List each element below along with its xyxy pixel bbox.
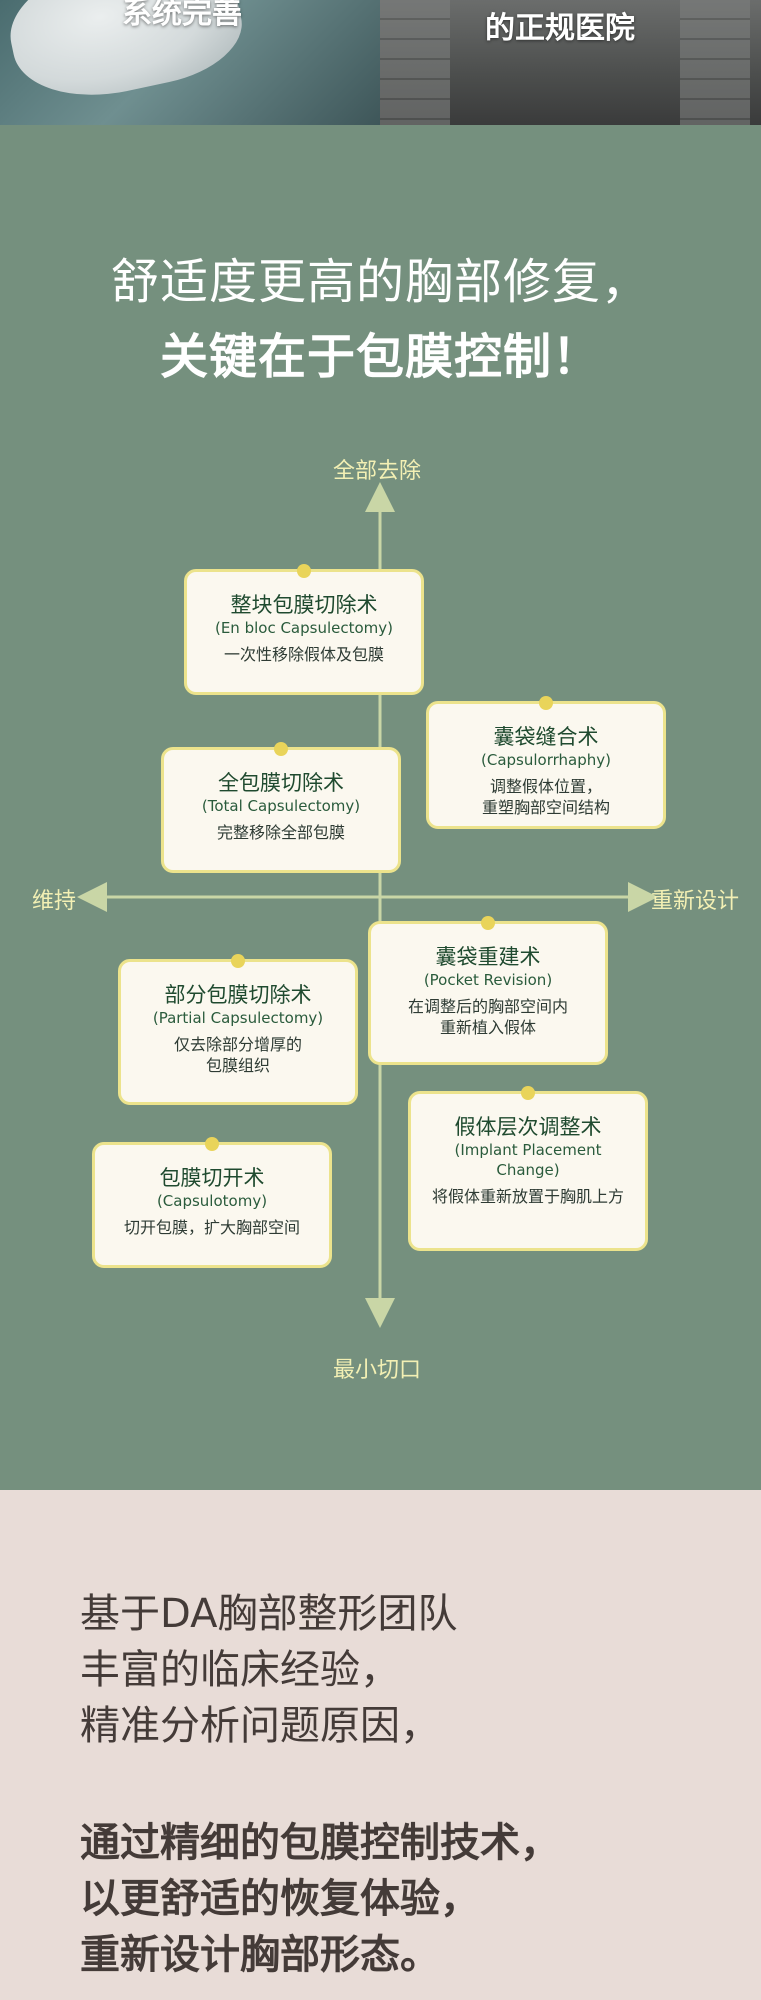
card-total-capsulectomy: 全包膜切除术 (Total Capsulectomy) 完整移除全部包膜 — [161, 742, 401, 873]
card-dot-icon — [205, 1137, 219, 1151]
headline-line-2: 关键在于包膜控制！ — [159, 329, 601, 385]
card-title: 整块包膜切除术 — [230, 593, 378, 617]
card-dot-icon — [521, 1086, 535, 1100]
card-english: (Total Capsulectomy) — [201, 797, 361, 815]
hospital-room-photo: 的正规医院 — [380, 0, 761, 125]
card-desc: 调整假体位置， 重塑胸部空间结构 — [429, 776, 663, 818]
card-title: 部分包膜切除术 — [164, 983, 312, 1007]
card-dot-icon — [231, 954, 245, 968]
card-english: (Pocket Revision) — [423, 971, 553, 989]
card-partial-capsulectomy: 部分包膜切除术 (Partial Capsulectomy) 仅去除部分增厚的 … — [118, 954, 358, 1105]
card-capsulotomy: 包膜切开术 (Capsulotomy) 切开包膜，扩大胸部空间 — [92, 1137, 332, 1268]
surgery-photo: 系统完善 — [0, 0, 380, 125]
emphasis-paragraph: 通过精细的包膜控制技术， 以更舒适的恢复体验， 重新设计胸部形态。 — [80, 1815, 560, 1983]
emphasis-line: 以更舒适的恢复体验， — [80, 1876, 480, 1922]
intro-line: 丰富的临床经验， — [80, 1647, 400, 1693]
card-desc: 切开包膜，扩大胸部空间 — [123, 1218, 300, 1237]
card-english: (Partial Capsulectomy) — [152, 1009, 324, 1027]
card-desc-line: 仅去除部分增厚的 — [173, 1035, 302, 1054]
card-desc-line: 在调整后的胸部空间内 — [407, 997, 568, 1016]
card-en-bloc-capsulectomy: 整块包膜切除术 (En bloc Capsulectomy) 一次性移除假体及包… — [184, 564, 424, 695]
headline-line-1: 舒适度更高的胸部修复， — [110, 254, 650, 310]
intro-line: 基于DA胸部整形团队 — [80, 1591, 458, 1637]
card-title: 全包膜切除术 — [218, 771, 344, 795]
card-english: (En bloc Capsulectomy) — [214, 619, 394, 637]
card-desc: 完整移除全部包膜 — [216, 823, 345, 842]
emphasis-line: 通过精细的包膜控制技术， — [80, 1820, 560, 1866]
card-english: (Capsulotomy) — [156, 1192, 268, 1210]
card-dot-icon — [297, 564, 311, 578]
cabinet-image — [380, 0, 450, 125]
card-english: (Implant Placement Change) — [411, 1140, 645, 1180]
intro-line: 精准分析问题原因， — [80, 1703, 440, 1749]
cabinet-image — [680, 0, 750, 125]
card-pocket-revision: 囊袋重建术 (Pocket Revision) 在调整后的胸部空间内 重新植入假… — [368, 916, 608, 1065]
intro-paragraph: 基于DA胸部整形团队 丰富的临床经验， 精准分析问题原因， — [80, 1586, 457, 1754]
card-desc-line: 重新植入假体 — [439, 1018, 536, 1037]
card-desc: 在调整后的胸部空间内 重新植入假体 — [371, 996, 605, 1038]
card-desc: 仅去除部分增厚的 包膜组织 — [121, 1034, 355, 1076]
card-dot-icon — [539, 696, 553, 710]
axis-label-left: 维持 — [32, 889, 77, 914]
card-english: (Capsulorrhaphy) — [481, 751, 611, 769]
card-dot-icon — [274, 742, 288, 756]
card-title: 囊袋缝合术 — [493, 725, 599, 749]
card-title: 假体层次调整术 — [454, 1115, 602, 1139]
card-desc-line: 包膜组织 — [205, 1056, 270, 1075]
axis-label-top: 全部去除 — [333, 459, 422, 484]
right-photo-caption: 的正规医院 — [485, 11, 635, 46]
card-title: 包膜切开术 — [159, 1166, 265, 1190]
emphasis-line: 重新设计胸部形态。 — [80, 1932, 440, 1978]
left-photo-caption: 系统完善 — [122, 0, 242, 31]
card-dot-icon — [481, 916, 495, 930]
card-desc: 一次性移除假体及包膜 — [223, 645, 384, 664]
card-implant-placement-change: 假体层次调整术 (Implant Placement Change) 将假体重新… — [408, 1086, 648, 1251]
axis-label-bottom: 最小切口 — [333, 1358, 422, 1383]
card-english-line: Change) — [496, 1161, 560, 1179]
card-capsulorrhaphy: 囊袋缝合术 (Capsulorrhaphy) 调整假体位置， 重塑胸部空间结构 — [426, 696, 666, 829]
card-desc: 将假体重新放置于胸肌上方 — [431, 1187, 624, 1206]
card-english-line: (Implant Placement — [454, 1141, 602, 1159]
capsule-control-section: 舒适度更高的胸部修复， 关键在于包膜控制！ 全部去除 最小切口 维持 重新设计 … — [0, 125, 761, 1490]
card-desc-line: 调整假体位置， — [489, 777, 602, 796]
card-title: 囊袋重建术 — [435, 945, 541, 969]
card-desc-line: 重塑胸部空间结构 — [481, 798, 610, 817]
top-photo-strip: 系统完善 的正规医院 — [0, 0, 761, 125]
axis-label-right: 重新设计 — [651, 889, 740, 914]
